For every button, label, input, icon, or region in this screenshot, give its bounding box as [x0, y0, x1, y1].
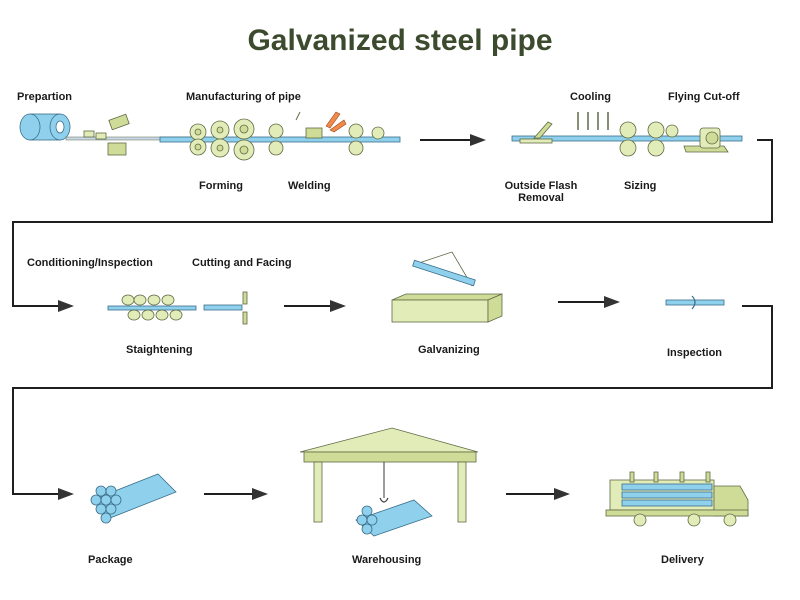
label-outside-flash-1: Outside Flash — [505, 180, 578, 192]
strip-line — [65, 113, 197, 156]
arrow-row3-a — [204, 488, 268, 500]
warehouse — [299, 427, 479, 537]
label-conditioning: Conditioning/Inspection — [27, 257, 153, 269]
label-manufacturing: Manufacturing of pipe — [186, 91, 301, 103]
galvanizing-tank — [391, 251, 503, 323]
flying-cutoff-machine — [683, 127, 729, 153]
label-prepartion: Prepartion — [17, 91, 72, 103]
label-outside-flash-2: Removal — [518, 192, 564, 204]
label-flying-cutoff: Flying Cut-off — [668, 91, 740, 103]
label-galvanizing: Galvanizing — [418, 344, 480, 356]
steel-coil — [19, 113, 71, 141]
sizing-rolls — [619, 121, 679, 157]
cooling-sprays — [577, 112, 609, 130]
forming-rolls — [159, 118, 401, 161]
label-cutting-facing: Cutting and Facing — [192, 257, 292, 269]
connector-row1-row2 — [12, 139, 773, 312]
arrow-row2-b — [558, 296, 620, 308]
straightening-machine — [107, 294, 197, 321]
arrow-row1 — [420, 134, 486, 146]
pipe-package-bundle — [90, 473, 177, 524]
inspection-pipe — [665, 295, 725, 310]
label-welding: Welding — [288, 180, 331, 192]
label-delivery: Delivery — [661, 554, 705, 566]
label-warehousing: Warehousing — [352, 554, 421, 566]
label-straightening: Staightening — [126, 344, 193, 356]
label-forming: Forming — [199, 180, 243, 192]
diagram-title: Galvanized steel pipe — [247, 24, 552, 57]
label-package: Package — [88, 554, 133, 566]
label-cooling: Cooling — [570, 91, 611, 103]
delivery-truck — [605, 471, 749, 527]
label-inspection: Inspection — [667, 347, 722, 359]
connector-row2-row3 — [12, 305, 773, 500]
label-sizing: Sizing — [624, 180, 656, 192]
welding-station — [295, 111, 385, 156]
arrow-row2-a — [284, 300, 346, 312]
cutting-facing-station — [203, 291, 248, 325]
arrow-row3-b — [506, 488, 570, 500]
